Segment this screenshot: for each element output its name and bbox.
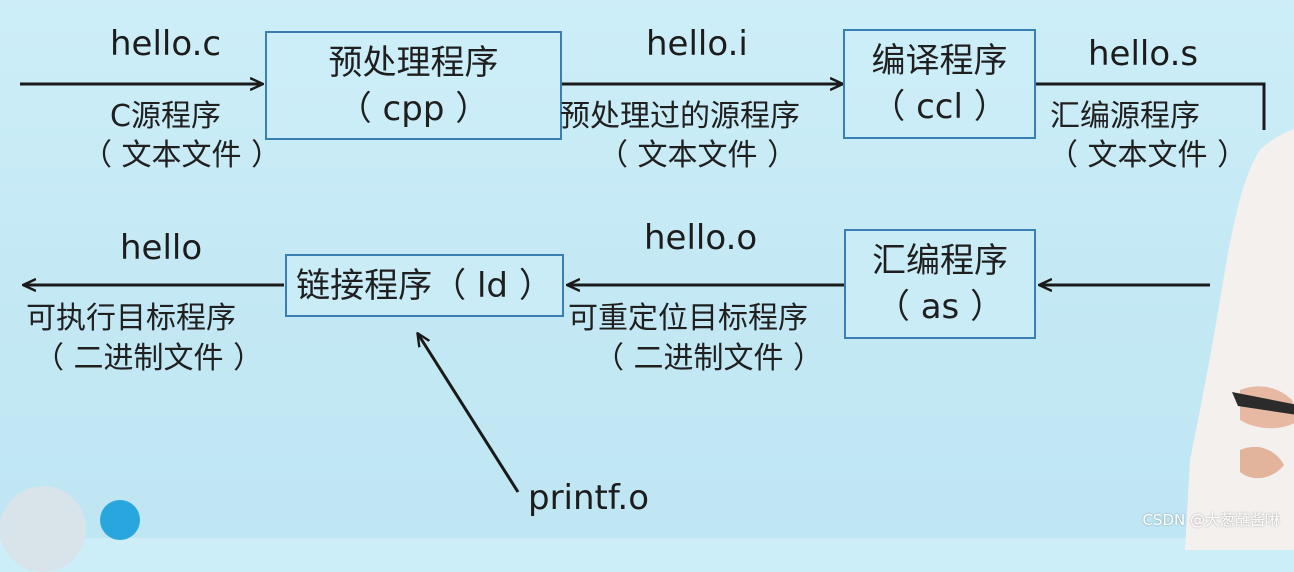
box-linker: 链接程序（ ld ） <box>285 254 564 317</box>
label-binary-file-2: （ 二进制文件 ） <box>34 340 263 378</box>
arrow-printf-to-ld <box>418 334 518 492</box>
compiler-tool: （ ccl ） <box>871 84 1007 130</box>
label-text-file-2: （ 文本文件 ） <box>598 137 797 175</box>
presenter-figure <box>1180 120 1294 550</box>
label-text-file-1: （ 文本文件 ） <box>82 137 281 175</box>
label-executable-object: 可执行目标程序 <box>26 300 236 338</box>
label-binary-file-1: （ 二进制文件 ） <box>594 340 823 378</box>
arrow-layer <box>0 0 1294 538</box>
file-printf-o: printf.o <box>528 478 649 518</box>
file-hello-c: hello.c <box>110 24 221 64</box>
box-preprocessor: 预处理程序 （ cpp ） <box>265 31 562 140</box>
file-hello-s: hello.s <box>1088 34 1198 74</box>
preprocessor-tool: （ cpp ） <box>338 86 489 132</box>
linker-name: 链接程序（ ld ） <box>296 263 553 309</box>
box-compiler: 编译程序 （ ccl ） <box>843 29 1036 139</box>
compiler-name: 编译程序 <box>872 38 1008 84</box>
preprocessor-name: 预处理程序 <box>329 40 499 86</box>
label-assembly-source: 汇编源程序 <box>1050 98 1200 136</box>
label-relocatable-object: 可重定位目标程序 <box>568 300 808 338</box>
label-preprocessed-source: 预处理过的源程序 <box>560 98 800 136</box>
assembler-tool: （ as ） <box>876 284 1004 330</box>
file-hello-i: hello.i <box>646 24 748 64</box>
decor-circle-blue <box>100 500 140 540</box>
file-hello-o: hello.o <box>644 218 757 258</box>
decor-circle-grey <box>0 486 86 572</box>
watermark: CSDN @大葱蘸酱啉 <box>1142 509 1280 530</box>
box-assembler: 汇编程序 （ as ） <box>844 229 1036 339</box>
compilation-diagram: 预处理程序 （ cpp ） 编译程序 （ ccl ） 汇编程序 （ as ） 链… <box>0 0 1294 538</box>
label-c-source: C源程序 <box>110 98 221 136</box>
file-hello: hello <box>120 228 202 268</box>
assembler-name: 汇编程序 <box>872 238 1008 284</box>
